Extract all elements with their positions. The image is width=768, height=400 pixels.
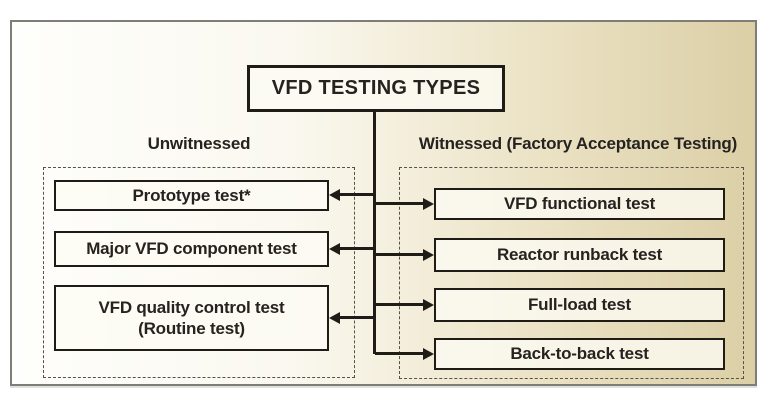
node-label: Back-to-back test: [510, 344, 649, 364]
arrow-to-full-load-test: [375, 298, 434, 311]
arrow-to-back-to-back-test: [375, 347, 434, 360]
node-label: Prototype test*: [132, 185, 251, 205]
title-box: VFD TESTING TYPES: [247, 65, 505, 112]
arrow-to-prototype-test: [329, 188, 376, 201]
unwitnessed-group-container: [43, 167, 355, 378]
node-label: VFD functional test: [503, 194, 656, 214]
diagram-frame: VFD TESTING TYPES Unwitnessed Witnessed …: [10, 20, 757, 386]
witnessed-section-label: Witnessed (Factory Acceptance Testing): [418, 134, 738, 153]
diagram-title: VFD TESTING TYPES: [271, 77, 481, 99]
node-label: Major VFD component test: [86, 239, 297, 259]
node-vfd-quality-control-test: VFD quality control test (Routine test): [54, 285, 329, 351]
node-label-line1: VFD quality control test: [98, 297, 285, 317]
node-vfd-functional-test: VFD functional test: [434, 188, 725, 220]
arrow-to-vfd-functional-test: [375, 197, 434, 210]
node-prototype-test: Prototype test*: [54, 180, 329, 211]
unwitnessed-section-label: Unwitnessed: [147, 134, 251, 153]
arrow-to-vfd-quality-control-test: [329, 311, 376, 324]
node-label-line2: (Routine test): [138, 319, 245, 338]
node-label: Reactor runback test: [496, 245, 663, 265]
node-reactor-runback-test: Reactor runback test: [434, 238, 725, 272]
node-label: Full-load test: [528, 295, 631, 315]
connector-trunk-line: [373, 112, 376, 354]
witnessed-group-container: [399, 167, 744, 379]
node-back-to-back-test: Back-to-back test: [434, 338, 725, 370]
node-full-load-test: Full-load test: [434, 288, 725, 322]
arrow-to-major-vfd-component-test: [329, 242, 376, 255]
arrow-to-reactor-runback-test: [375, 248, 434, 261]
node-major-vfd-component-test: Major VFD component test: [54, 231, 329, 267]
